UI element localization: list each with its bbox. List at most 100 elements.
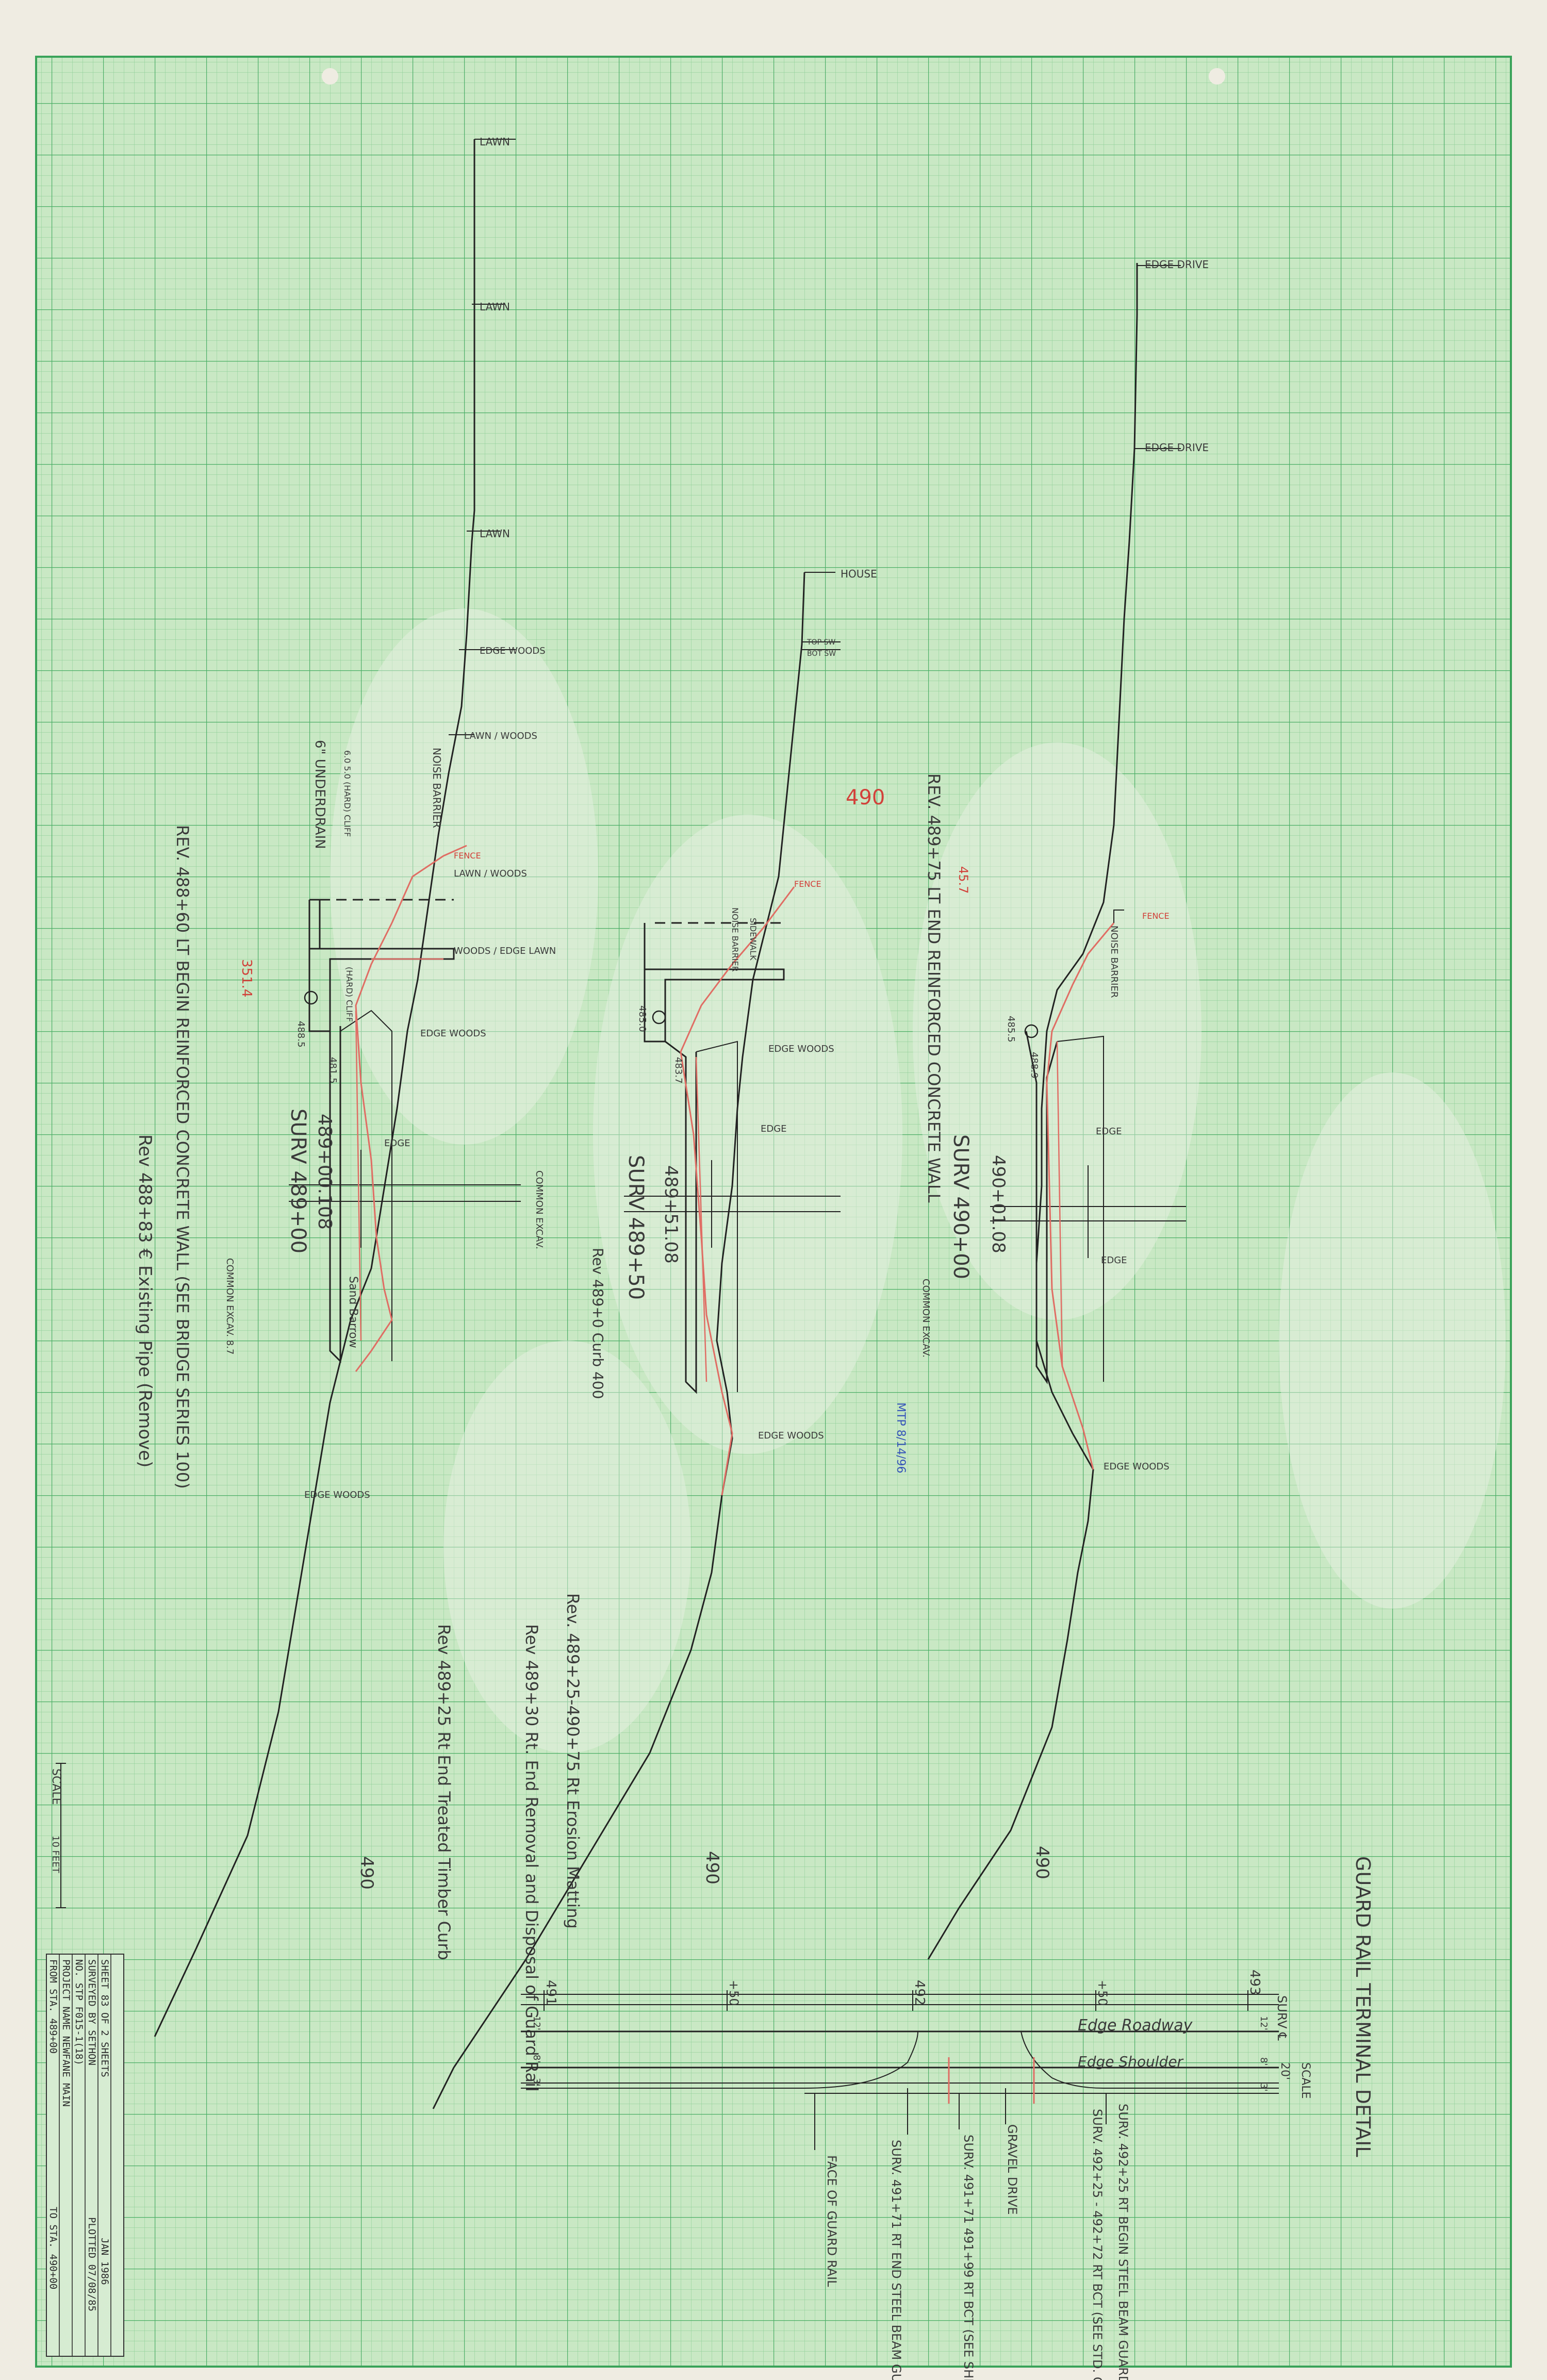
label-red-490: 490 — [846, 786, 885, 809]
label-elev-485: 485.0 — [637, 1005, 648, 1032]
sta-492: 492 — [912, 1980, 927, 2006]
label-top-sw: TOP SW — [807, 638, 835, 647]
label-sidewalk: SIDEWALK — [748, 918, 758, 961]
label-edge-woods-3: EDGE WOODS — [304, 1490, 370, 1500]
label-edge: EDGE — [384, 1138, 410, 1149]
label-elev-483-7: 483.7 — [673, 1057, 684, 1084]
callout-gravel-drive: GRAVEL DRIVE — [1005, 2124, 1019, 2215]
tb-project-no: NO. STP F015-1(18) — [73, 1959, 85, 2065]
title-block: FROM STA. 489+00 TO STA. 490+00 PROJECT … — [46, 1954, 124, 2357]
scale-bar-label: SCALE — [50, 1769, 62, 1805]
label-lawn-3: LAWN — [480, 527, 510, 540]
edge-shoulder: Edge Shoulder — [1078, 2053, 1184, 2070]
tb-project-name: PROJECT NAME NEWFANE MAIN — [60, 1959, 72, 2107]
label-lawn-woods-2: LAWN / WOODS — [454, 868, 527, 879]
label-lawn-2: LAWN — [480, 301, 510, 313]
label-elev-485-5: 485.5 — [1006, 1016, 1016, 1043]
label-bot-sw: BOT SW — [807, 650, 836, 658]
tb-date: JAN 1986 — [99, 2238, 110, 2285]
excav-note-3: COMMON EXCAV. — [920, 1279, 931, 1358]
callout-bct-left: SURV. 491+71 491+99 RT BCT (SEE SHEETS F… — [961, 2135, 976, 2380]
label-elev-481-5: 481.5 — [327, 1057, 338, 1084]
label-edge-drive-1: EDGE DRIVE — [1145, 258, 1209, 271]
section-1-labels: LAWN LAWN LAWN EDGE WOODS LAWN / WOODS L… — [304, 136, 885, 1500]
label-edge-woods-2: EDGE WOODS — [420, 1028, 486, 1039]
rev-note-489-75: REV. 489+75 LT END REINFORCED CONCRETE W… — [924, 773, 944, 1203]
curb-note: Rev 489+0 Curb 400 — [589, 1248, 606, 1399]
label-noise-barrier-1: NOISE BARRIER — [431, 748, 443, 828]
label-house: HOUSE — [841, 568, 877, 580]
label-fence-2: FENCE — [794, 879, 821, 889]
red-note-351: 351.4 — [239, 959, 254, 997]
excav-note-1: COMMON EXCAV. 8.7 — [224, 1258, 235, 1354]
edge-roadway: Edge Roadway — [1078, 2017, 1193, 2035]
scale-label: SCALE — [1299, 2062, 1312, 2099]
callout-bct-right: SURV. 492+25 - 492+72 RT BCT (SEE STD. G… — [1090, 2109, 1105, 2380]
guard-rail-detail: 491 +50 492 +50 493 SURV ℄ SCALE 20' GUA… — [521, 1856, 1374, 2380]
section-489-50 — [432, 572, 841, 2109]
label-underdrain: 6" UNDERDRAIN — [312, 740, 327, 849]
section-2-rotated: NOISE BARRIER SIDEWALK 485.0 483.7 REV. … — [434, 773, 970, 2092]
dim-3-right: 3' — [1258, 2083, 1269, 2091]
section-489-00 — [154, 139, 521, 2037]
section-490-00 — [927, 263, 1186, 1960]
grid-label-490-2: 490 — [702, 1851, 722, 1885]
section-3-labels: EDGE DRIVE EDGE DRIVE EDGE EDGE EDGE WOO… — [1096, 258, 1209, 1472]
dim-12-right: 12' — [1258, 2016, 1269, 2030]
tb-plotted: PLOTTED 07/08/85 — [86, 2217, 97, 2311]
offset-490-00: 490+01.08 — [988, 1155, 1009, 1253]
label-noise-barrier-3: NOISE BARRIER — [1109, 925, 1120, 998]
label-edge-woods-s3: EDGE WOODS — [1104, 1461, 1170, 1472]
excav-note-2: COMMON EXCAV. — [534, 1170, 545, 1249]
label-noise-barrier-2: NOISE BARRIER — [730, 907, 740, 972]
label-fence-3: FENCE — [1142, 911, 1170, 921]
label-edge-s3a: EDGE — [1096, 1126, 1122, 1137]
dim-8-right: 8' — [1258, 2057, 1269, 2065]
dim-3-left: 3' — [531, 2078, 542, 2086]
sta-492-50: +50 — [1095, 1980, 1110, 2006]
erosion-note: Rev. 489+25-490+75 Rt Erosion Matting — [563, 1593, 583, 1929]
surv-cl: SURV ℄ — [1275, 1995, 1289, 2041]
section-1-rotated: 6" UNDERDRAIN 6.0 5.0 (HARD) CLIFF NOISE… — [135, 740, 443, 1890]
label-edge-woods-s2b: EDGE WOODS — [758, 1430, 824, 1441]
station-490-00: SURV 490+00 — [949, 1134, 973, 1279]
callout-face-guard-rail: FACE OF GUARD RAIL — [825, 2155, 839, 2287]
label-hard-cliff-2: (HARD) CLIFF — [344, 967, 354, 1022]
station-489-00: SURV 489+00 — [286, 1109, 310, 1253]
label-lawn-1: LAWN — [480, 136, 510, 148]
guard-removal-note: Rev 489+30 Rt. End Removal and Disposal … — [522, 1624, 541, 2092]
label-sand-barrow: Sand Barrow — [347, 1276, 359, 1348]
section-3-rotated: NOISE BARRIER 485.5 488.9 COMMON EXCAV. … — [894, 925, 1120, 1879]
label-elev-488-9: 488.9 — [1029, 1052, 1040, 1079]
tb-surveyed: SURVEYED BY SETHON — [86, 1959, 97, 2065]
red-note-45: 45.7 — [956, 866, 970, 894]
pipe-note: Rev 488+83 € Existing Pipe (Remove) — [135, 1134, 155, 1467]
scale-bar: SCALE 10 FEET — [50, 1763, 66, 1908]
punch-hole — [322, 68, 338, 85]
curb-end-note: Rev 489+25 Rt End Treated Timber Curb — [434, 1624, 454, 1960]
grid-label-490-3: 490 — [1032, 1846, 1052, 1879]
tb-to-sta: TO STA. 490+00 — [47, 2207, 59, 2289]
sta-491-50: +50 — [727, 1980, 741, 2006]
punch-hole — [1209, 68, 1225, 85]
label-edge-drive-2: EDGE DRIVE — [1145, 441, 1209, 454]
sta-491: 491 — [543, 1980, 558, 2006]
dim-12-left: 12' — [531, 2016, 542, 2030]
blue-note: MTP 8/14/96 — [894, 1402, 907, 1474]
label-elev-488-5: 488.5 — [295, 1021, 306, 1048]
label-edge-s3b: EDGE — [1101, 1255, 1127, 1266]
label-edge-woods-s2: EDGE WOODS — [768, 1044, 834, 1054]
label-edge-s2: EDGE — [761, 1123, 787, 1134]
station-489-50: SURV 489+50 — [624, 1155, 648, 1300]
tb-sheet: SHEET 83 OF 2 SHEETS — [99, 1959, 110, 2077]
scale-bar-units: 10 FEET — [50, 1836, 61, 1874]
dim-8-left: 8' — [531, 2055, 542, 2063]
label-cliff: 6.0 5.0 (HARD) CLIFF — [342, 750, 352, 837]
scale-value: 20' — [1278, 2062, 1291, 2080]
offset-489-50: 489+51.08 — [661, 1165, 681, 1264]
offset-489-00: 489+00.108 — [314, 1114, 335, 1230]
detail-title: GUARD RAIL TERMINAL DETAIL — [1352, 1856, 1374, 2157]
callout-begin-steel-beam: SURV. 492+25 RT BEGIN STEEL BEAM GUARDRA… — [1116, 2104, 1130, 2380]
callout-end-steel-beam: SURV. 491+71 RT END STEEL BEAM GUARDRAIL — [889, 2140, 903, 2380]
